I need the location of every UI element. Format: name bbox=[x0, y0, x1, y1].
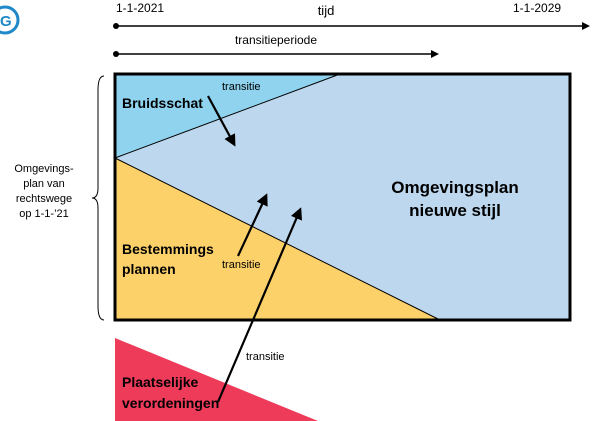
logo-ring-icon bbox=[0, 5, 20, 35]
logo: G bbox=[0, 5, 20, 35]
plan-box-outline bbox=[113, 72, 572, 322]
side-label-line3: rechtswege bbox=[16, 193, 72, 205]
transition-label-bottom: transitie bbox=[246, 351, 285, 363]
bruidsschat-label: Bruidsschat bbox=[122, 95, 203, 111]
transition-period-label: transitieperiode bbox=[235, 33, 317, 47]
side-bracket bbox=[91, 75, 105, 321]
transition-arrow-middle bbox=[237, 193, 268, 257]
transition-label-middle: transitie bbox=[222, 259, 261, 271]
side-label-line4: op 1-1-’21 bbox=[19, 208, 69, 220]
start-date-label: 1-1-2021 bbox=[116, 1, 164, 15]
transition-label-top: transitie bbox=[222, 81, 261, 93]
plaatselijke-label-line1: Plaatselijke bbox=[122, 374, 198, 390]
side-label-line1: Omgevings- bbox=[14, 163, 74, 175]
omgevingsplan-label-line2: nieuwe stijl bbox=[409, 201, 501, 220]
plan-box bbox=[113, 72, 572, 322]
bestemmingsplannen-label-line2: plannen bbox=[122, 261, 176, 277]
end-date-label: 1-1-2029 bbox=[513, 1, 561, 15]
time-axis-label: tijd bbox=[318, 3, 335, 18]
side-label-line2: plan van bbox=[23, 178, 65, 190]
bestemmingsplannen-boundary-line bbox=[114, 157, 441, 321]
transition-arrow-bottom bbox=[216, 207, 302, 403]
bestemmingsplannen-label-line1: Bestemmings bbox=[122, 241, 214, 257]
logo-letter: G bbox=[0, 13, 12, 30]
plaatselijke-verordeningen-region bbox=[115, 338, 318, 421]
bruidsschat-boundary-line bbox=[114, 73, 341, 159]
transition-arrow-top bbox=[207, 95, 236, 147]
omgevingsplan-label-line1: Omgevingsplan bbox=[391, 178, 519, 197]
plaatselijke-label-line2: verordeningen bbox=[122, 395, 219, 411]
